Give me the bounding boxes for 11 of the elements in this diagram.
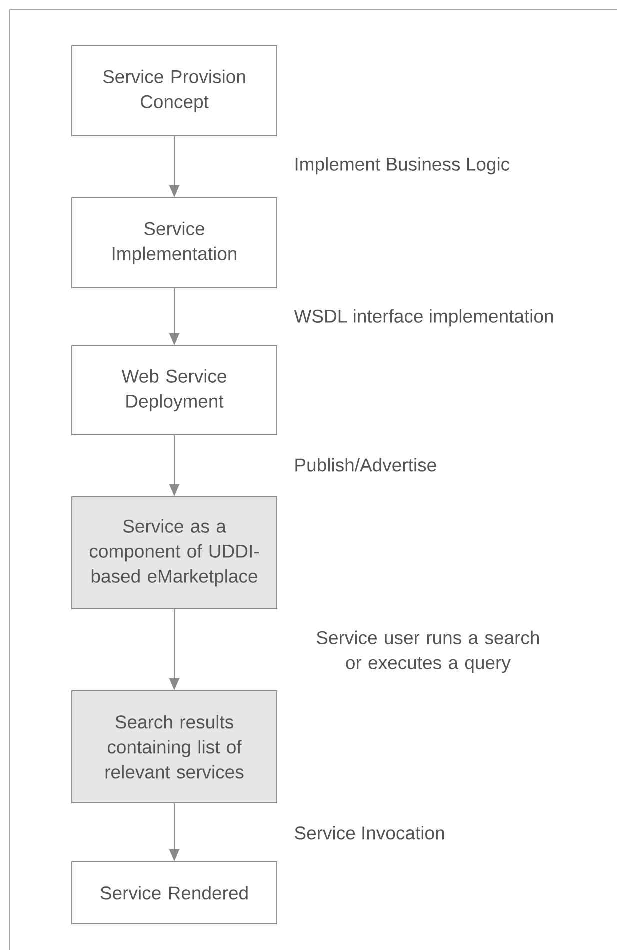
step-note: Service Invocation [295,826,444,840]
step-note: Publish/Advertise [296,458,436,472]
process-box: Service Rendered [72,862,278,924]
process-box: Service as a component of UDDI-based eMarketplace [72,496,278,610]
process-box: Service Provision Concept [72,46,278,136]
process-box: Web Service Deployment [72,346,278,436]
process-box: Service Implementation [72,198,278,288]
step-note: Service user runs a search or executes a query [316,630,540,674]
step-note: WSDL interface implementation [294,309,554,327]
step-note: Implement Business Logic [296,157,510,175]
process-box: Search results containing list of relevant services [72,690,278,804]
